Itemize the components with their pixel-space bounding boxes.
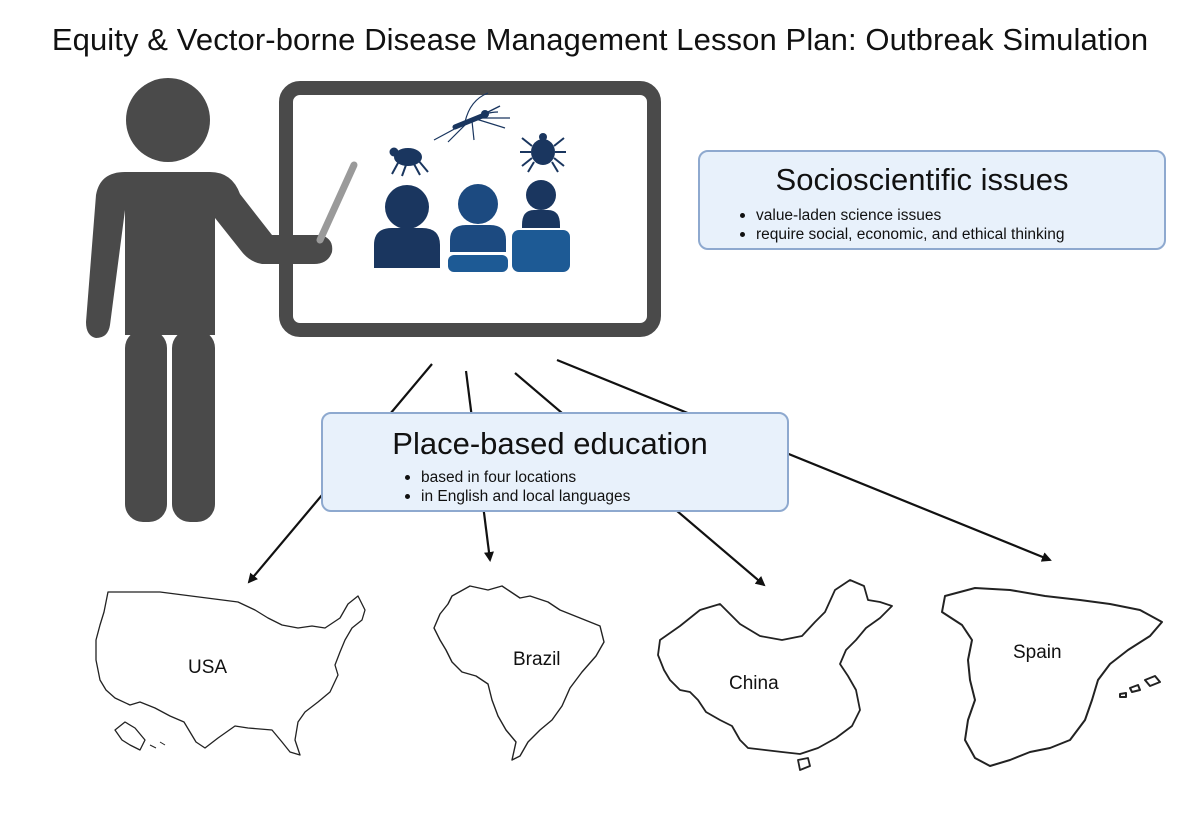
socioscientific-bullet: require social, economic, and ethical th…: [736, 225, 1164, 244]
brazil-map: [433, 585, 605, 761]
socioscientific-bullet-list: value-laden science issues require socia…: [736, 206, 1164, 244]
place-based-education-box: Place-based education based in four loca…: [321, 412, 789, 512]
student-middle-icon: [448, 184, 508, 272]
mosquito-icon: [433, 92, 510, 143]
student-left-icon: [374, 185, 440, 268]
arrow-to-spain: [556, 358, 1052, 562]
socioscientific-bullet: value-laden science issues: [736, 206, 1164, 225]
china-label: China: [729, 673, 779, 694]
place-based-heading: Place-based education: [392, 426, 708, 461]
place-based-bullet-list: based in four locations in English and l…: [401, 468, 787, 506]
usa-map: [95, 591, 366, 756]
place-based-bullet: based in four locations: [401, 468, 787, 487]
flea-icon: [389, 147, 429, 177]
students-icon: [374, 180, 570, 272]
china-map: [657, 579, 893, 771]
tick-icon: [520, 133, 566, 173]
student-right-icon: [512, 180, 570, 272]
usa-label: USA: [188, 657, 228, 678]
page-title: Equity & Vector-borne Disease Management…: [51, 22, 1149, 57]
socioscientific-heading: Socioscientific issues: [775, 162, 1069, 197]
teacher-icon: [86, 78, 358, 522]
brazil-label: Brazil: [513, 649, 561, 670]
spain-map: [941, 587, 1163, 767]
socioscientific-issues-box: Socioscientific issues value-laden scien…: [698, 150, 1166, 250]
spain-label: Spain: [1013, 642, 1062, 663]
place-based-bullet: in English and local languages: [401, 487, 787, 506]
